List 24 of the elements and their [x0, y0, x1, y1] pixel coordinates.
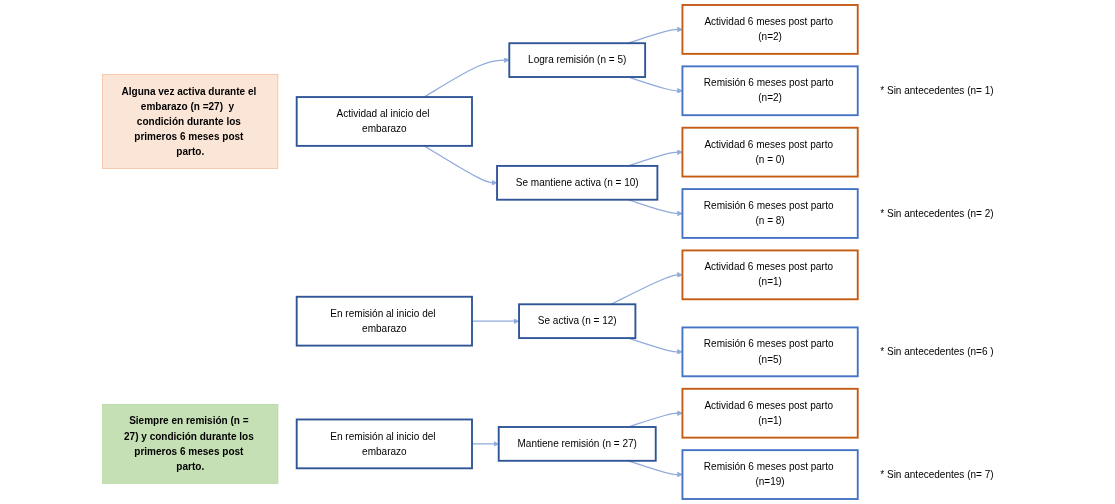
node-box: Logra remisión (n = 5): [508, 42, 647, 78]
node-box: Mantiene remisión (n = 27): [497, 426, 657, 462]
node-box: Actividad 6 meses post parto (n = 0): [681, 126, 859, 178]
node-label: * Sin antecedentes (n= 2): [880, 207, 994, 219]
node-box: En remisión al inicio del embarazo: [295, 295, 473, 347]
node-box: Se mantiene activa (n = 10): [496, 164, 659, 201]
node-box: En remisión al inicio del embarazo: [295, 418, 473, 470]
arrow: [423, 145, 498, 186]
node-box: Siempre en remisión (n = 27) y condición durante los primeros 6 meses post parto.: [102, 404, 279, 484]
node-label: * Sin antecedentes (n= 1): [880, 85, 994, 96]
node-box: Se activa (n = 12): [518, 303, 637, 340]
node-box: Remisión 6 meses post parto (n=19): [681, 449, 859, 500]
node-box: Alguna vez activa durante el embarazo (n =27) y condición durante los primeros 6 meses post parto.: [102, 74, 279, 169]
node-box: Actividad 6 meses post parto (n=2): [681, 4, 859, 55]
node-box: Actividad al inicio del embarazo: [295, 96, 473, 147]
node-box: Remisión 6 meses post parto (n=5): [681, 326, 859, 378]
node-box: Remisión 6 meses post parto (n=2): [681, 65, 859, 117]
node-box: Actividad 6 meses post parto (n=1): [681, 249, 859, 301]
node-box: Actividad 6 meses post parto (n=1): [681, 387, 859, 439]
node-label: * Sin antecedentes (n= 7): [880, 468, 994, 480]
arrow: [423, 57, 510, 98]
node-label: * Sin antecedentes (n=6 ): [880, 346, 994, 357]
arrow: [610, 272, 683, 305]
node-box: Remisión 6 meses post parto (n = 8): [681, 188, 859, 239]
